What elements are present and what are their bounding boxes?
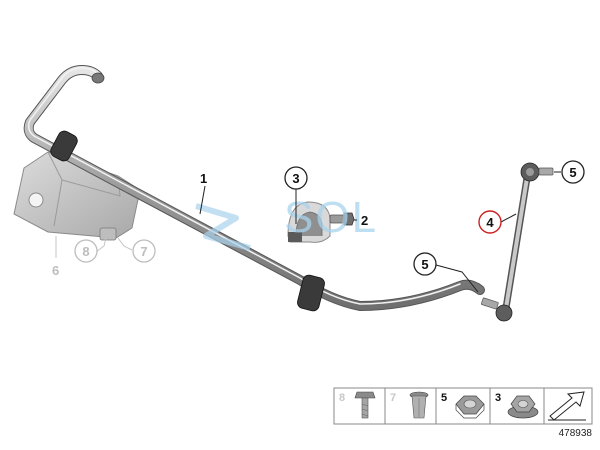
- callout-part-3: 3: [284, 166, 308, 190]
- callout-part-2: 2: [361, 213, 368, 228]
- bushing-right: [297, 274, 325, 312]
- callout-part-4-label: 4: [486, 215, 494, 230]
- callout-part-7-label: 7: [140, 244, 147, 259]
- tray-label-3: 3: [495, 392, 501, 404]
- document-number: 478938: [559, 428, 593, 439]
- callout-part-4: 4: [478, 210, 502, 234]
- bushing-left: [50, 130, 78, 162]
- callout-part-7: 7: [132, 239, 156, 263]
- callout-part-5-upper-label: 5: [569, 165, 576, 180]
- tray-label-7: 7: [390, 392, 396, 404]
- tray-label-8: 8: [339, 392, 345, 404]
- tray-label-5: 5: [441, 392, 447, 404]
- callout-part-5-lower-label: 5: [421, 257, 428, 272]
- leader-lines: [55, 171, 561, 293]
- callout-part-3-label: 3: [292, 171, 299, 186]
- stabilizer-bar: [23, 65, 485, 311]
- callout-part-8: 8: [74, 239, 98, 263]
- callout-part-6: 6: [52, 263, 59, 278]
- watermark: SOL: [195, 193, 378, 251]
- parts-tray: 8 7 5 3: [333, 387, 593, 425]
- callout-part-1: 1: [200, 171, 207, 186]
- hex-nut-icon: [455, 395, 485, 419]
- bolt-icon: [354, 391, 376, 419]
- arrow-tool-icon: [548, 391, 586, 421]
- clamp-bolt: [329, 212, 355, 226]
- callout-part-5-upper: 5: [561, 160, 585, 184]
- callout-part-5-lower: 5: [413, 252, 437, 276]
- watermark-text: SOL: [284, 193, 378, 242]
- stabilizer-link: [481, 162, 554, 322]
- callout-part-8-label: 8: [82, 244, 89, 259]
- bushing-clamp: [287, 201, 331, 243]
- expansion-bolt-icon: [409, 391, 429, 419]
- flange-nut-icon: [507, 395, 539, 419]
